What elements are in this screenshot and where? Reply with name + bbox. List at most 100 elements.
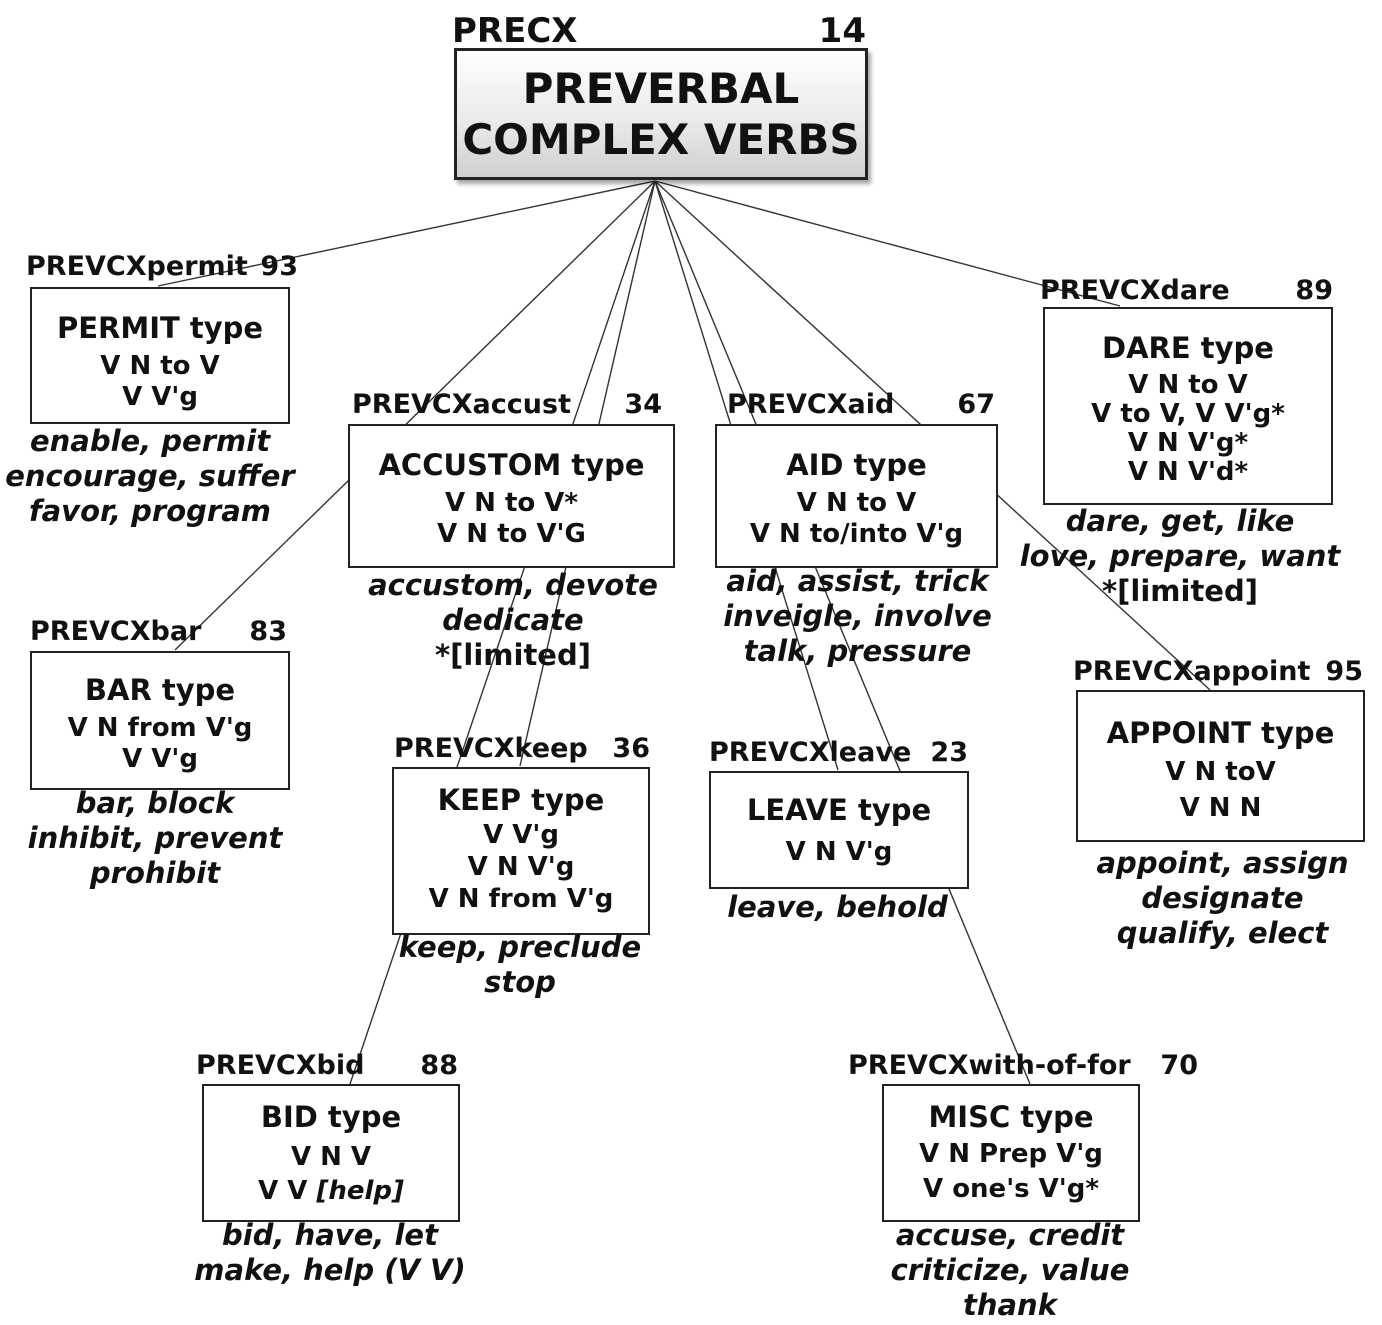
edge-root-bar xyxy=(174,180,656,651)
root-title-line2: COMPLEX VERBS xyxy=(462,115,860,164)
example-line: enable, permit xyxy=(29,424,271,458)
node-pattern: V N to V xyxy=(100,351,220,381)
node-count: 67 xyxy=(957,389,995,420)
aid-examples: aid, assist, trick inveigle, involve tal… xyxy=(705,564,1010,669)
node-id: PREVCXpermit xyxy=(26,251,248,282)
example-line: bid, have, let xyxy=(222,1218,438,1252)
node-title: KEEP type xyxy=(437,783,605,817)
node-count: 88 xyxy=(420,1050,458,1081)
node-id: PREVCXwith-of-for xyxy=(848,1050,1131,1081)
leave-node-header: PREVCXleave 23 xyxy=(709,738,968,768)
misc-node-box: MISC type V N Prep V'g V one's V'g* xyxy=(882,1084,1140,1222)
node-pattern: V one's V'g* xyxy=(923,1174,1099,1204)
leave-examples: leave, behold xyxy=(705,890,970,925)
node-pattern: V N V xyxy=(290,1142,372,1172)
root-node-header: PRECX 14 xyxy=(452,12,866,50)
dare-examples: dare, get, like love, prepare, want *[li… xyxy=(1015,504,1345,609)
node-title: MISC type xyxy=(928,1100,1094,1134)
keep-examples: keep, preclude stop xyxy=(385,930,655,1000)
node-title: LEAVE type xyxy=(746,793,932,827)
example-line: dedicate xyxy=(442,603,584,637)
example-line: accuse, credit xyxy=(895,1218,1125,1252)
bid-node-header: PREVCXbid 88 xyxy=(196,1051,458,1081)
root-node-count: 14 xyxy=(818,11,866,51)
node-count: 83 xyxy=(249,616,287,647)
dare-node-header: PREVCXdare 89 xyxy=(1040,276,1333,306)
permit-examples: enable, permit encourage, suffer favor, … xyxy=(0,424,300,529)
misc-examples: accuse, credit criticize, value thank xyxy=(860,1218,1160,1323)
node-title: DARE type xyxy=(1102,331,1274,365)
example-line: stop xyxy=(484,965,556,999)
example-line: appoint, assign xyxy=(1096,846,1349,880)
root-title-line1: PREVERBAL xyxy=(522,64,800,113)
edge-root-permit xyxy=(157,180,656,287)
root-node-box: PREVERBAL COMPLEX VERBS xyxy=(454,48,868,180)
example-line: criticize, value xyxy=(890,1253,1130,1287)
example-line: make, help (V V) xyxy=(194,1253,466,1287)
bid-examples: bid, have, let make, help (V V) xyxy=(180,1218,480,1288)
accust-examples: accustom, devote dedicate *[limited] xyxy=(358,568,668,673)
example-line: encourage, suffer xyxy=(5,459,295,493)
bar-examples: bar, block inhibit, prevent prohibit xyxy=(10,786,300,891)
misc-node-header: PREVCXwith-of-for 70 xyxy=(848,1051,1198,1081)
accust-node-box: ACCUSTOM type V N to V* V N to V'G xyxy=(348,424,675,568)
node-pattern: V N to V'G xyxy=(437,519,586,549)
node-title: PERMIT type xyxy=(56,311,264,345)
node-title: BAR type xyxy=(84,673,236,707)
bid-node-box: BID type V N V V V [help] xyxy=(202,1084,460,1222)
node-pattern: V N toV xyxy=(1165,757,1276,787)
node-pattern: V N to V xyxy=(796,488,917,518)
node-count: 89 xyxy=(1295,275,1333,306)
node-pattern: V N from V'g xyxy=(428,884,614,914)
node-id: PREVCXdare xyxy=(1040,275,1230,306)
node-pattern: V N V'g xyxy=(785,837,893,867)
accust-node-header: PREVCXaccust 34 xyxy=(352,390,662,420)
example-line: designate xyxy=(1141,881,1304,915)
appoint-node-box: APPOINT type V N toV V N N xyxy=(1076,690,1365,842)
root-node-id: PRECX xyxy=(452,11,578,51)
permit-node-header: PREVCXpermit 93 xyxy=(26,252,298,282)
node-id: PREVCXaid xyxy=(727,389,895,420)
node-pattern: V to V, V V'g* xyxy=(1091,399,1285,429)
dare-node-box: DARE type V N to V V to V, V V'g* V N V'… xyxy=(1043,307,1333,505)
node-id: PREVCXkeep xyxy=(394,733,588,764)
node-pattern: V V'g xyxy=(122,382,198,412)
appoint-examples: appoint, assign designate qualify, elect xyxy=(1075,846,1370,951)
example-line: prohibit xyxy=(89,856,221,890)
node-count: 70 xyxy=(1160,1050,1198,1081)
node-count: 36 xyxy=(612,733,650,764)
edge-root-misc xyxy=(654,180,1031,1085)
example-line: accustom, devote xyxy=(368,568,658,602)
node-pattern: V N V'g xyxy=(467,852,575,882)
example-line: thank xyxy=(962,1288,1057,1322)
node-id: PREVCXleave xyxy=(709,737,912,768)
node-id: PREVCXbid xyxy=(196,1050,365,1081)
example-line: bar, block xyxy=(75,786,235,820)
example-line: keep, preclude xyxy=(398,930,642,964)
node-title: BID type xyxy=(260,1100,402,1134)
node-pattern: V N V'g* xyxy=(1127,428,1249,458)
node-title: ACCUSTOM type xyxy=(378,448,645,482)
leave-node-box: LEAVE type V N V'g xyxy=(709,771,969,889)
example-line: qualify, elect xyxy=(1116,916,1329,950)
node-pattern-note: [help] xyxy=(316,1176,404,1206)
example-line: aid, assist, trick xyxy=(726,564,989,598)
node-count: 34 xyxy=(624,389,662,420)
aid-node-box: AID type V N to V V N to/into V'g xyxy=(715,424,998,568)
node-pattern: V N V'd* xyxy=(1127,457,1249,487)
node-pattern: V V'g xyxy=(483,820,559,850)
aid-node-header: PREVCXaid 67 xyxy=(727,390,995,420)
node-pattern: V N to V* xyxy=(444,488,579,518)
permit-node-box: PERMIT type V N to V V V'g xyxy=(30,287,290,424)
node-id: PREVCXappoint xyxy=(1073,656,1311,687)
node-pattern: V N to/into V'g xyxy=(749,519,964,549)
example-line: *[limited] xyxy=(434,638,591,672)
appoint-node-header: PREVCXappoint 95 xyxy=(1073,657,1363,687)
keep-node-box: KEEP type V V'g V N V'g V N from V'g xyxy=(392,767,650,935)
node-pattern: V V'g xyxy=(122,744,198,774)
example-line: leave, behold xyxy=(727,890,948,924)
bar-node-header: PREVCXbar 83 xyxy=(30,617,287,647)
node-pattern: V V xyxy=(258,1176,308,1206)
edge-root-dare xyxy=(654,180,1121,307)
example-line: inhibit, prevent xyxy=(27,821,283,855)
